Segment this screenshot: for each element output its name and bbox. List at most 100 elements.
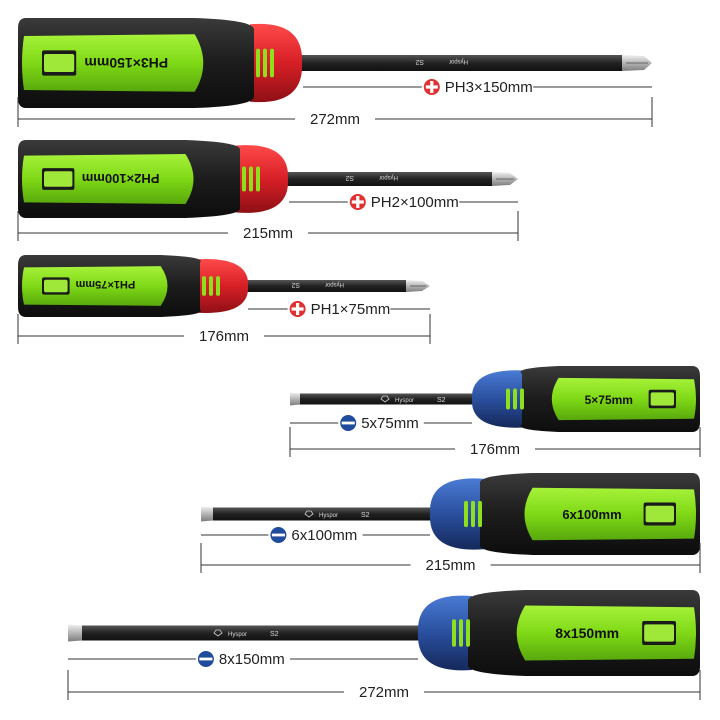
grip-rib (513, 388, 517, 410)
slotted-tip (201, 506, 213, 522)
grip-rib (520, 388, 524, 410)
dimension-label: 215mm (243, 225, 293, 242)
hang-hole-inner (650, 392, 674, 406)
handle-size-text: 8x150mm (555, 625, 619, 641)
red-collar (236, 145, 289, 213)
steel-mark: S2 (345, 174, 354, 181)
green-grip (22, 266, 168, 306)
tip-label: PH3×150mm (445, 79, 533, 96)
handle-size-text: 5×75mm (585, 393, 633, 407)
tip-label: PH2×100mm (371, 194, 459, 211)
dimension-label-bg (344, 682, 424, 702)
phillips-cross-icon (349, 194, 366, 210)
blue-collar (417, 595, 472, 671)
brand-mark: Hyspor (319, 513, 338, 519)
green-grip (524, 487, 696, 541)
tip-label: PH1×75mm (311, 301, 391, 318)
dimension-label-bg (295, 109, 375, 129)
tip-label-bg (195, 649, 291, 669)
dimension-label-bg (410, 555, 491, 575)
slotted-tip (290, 392, 300, 406)
grip-rib (464, 500, 468, 528)
diamond-icon (304, 510, 314, 518)
tip-label: 5x75mm (361, 415, 419, 432)
brand-mark: Hyspor (449, 58, 468, 64)
steel-mark: S2 (437, 397, 446, 404)
shaft (213, 507, 442, 521)
hang-hole-inner (44, 171, 73, 187)
green-grip (551, 377, 696, 421)
handle-size-text: 6x100mm (562, 507, 621, 522)
slotted-dash-icon (197, 651, 214, 667)
hang-hole-inner (44, 279, 68, 293)
shaft (282, 172, 492, 186)
phillips-cross-icon (289, 301, 306, 317)
slotted-screwdriver: Hyspor S2 6x100mm 6x100mm 215mm (200, 473, 701, 575)
dimension-label: 176mm (470, 441, 520, 458)
grip-rib (459, 619, 463, 647)
grip-rib (256, 166, 260, 192)
hang-hole-inner (44, 54, 75, 72)
steel-mark: S2 (291, 281, 300, 288)
hang-hole-inner (645, 505, 674, 523)
shaft (296, 55, 622, 71)
green-grip (516, 605, 696, 661)
grip-rib (202, 276, 206, 296)
tip-label: 6x100mm (291, 527, 357, 544)
grip-rib (256, 48, 260, 78)
tip-label-bg (338, 413, 424, 433)
diamond-icon (380, 395, 390, 403)
grip-rib (471, 500, 475, 528)
slotted-screwdriver: Hyspor S2 5×75mm 5x75mm 176mm (289, 366, 701, 459)
grip-rib (466, 619, 470, 647)
grip-rib (452, 619, 456, 647)
dimension-label: 272mm (359, 684, 409, 701)
grip-rib (506, 388, 510, 410)
hang-hole-inner (644, 624, 674, 642)
shaft (242, 280, 406, 292)
brand-mark: Hyspor (325, 281, 344, 287)
grip-rib (216, 276, 220, 296)
shaft (300, 393, 484, 405)
green-grip (22, 34, 204, 92)
tip-label-bg (287, 299, 391, 319)
brand-mark: Hyspor (228, 632, 247, 638)
grip-rib (478, 500, 482, 528)
diamond-icon (213, 629, 223, 637)
handle-size-text: PH3×150mm (84, 55, 168, 71)
grip-rib (249, 166, 253, 192)
tip-label-bg (347, 192, 460, 212)
phillips-cross-icon (423, 79, 440, 95)
handle-size-text: PH2×100mm (82, 171, 160, 186)
steel-mark: S2 (415, 58, 424, 65)
dimension-label: 215mm (425, 557, 475, 574)
blue-collar (429, 478, 484, 550)
grip-rib (242, 166, 246, 192)
steel-mark: S2 (270, 631, 279, 638)
dimension-label-bg (228, 223, 308, 243)
shaft (82, 625, 430, 641)
red-collar (250, 23, 303, 103)
dimension-label-bg (184, 326, 264, 346)
tip-label-bg (421, 77, 534, 97)
dimension-label: 176mm (199, 328, 249, 345)
slotted-screwdriver: Hyspor S2 8x150mm 8x150mm 272mm (67, 590, 701, 702)
tip-label: 8x150mm (219, 651, 285, 668)
green-grip (22, 154, 194, 204)
dimension-label: 272mm (310, 111, 360, 128)
brand-mark: Hyspor (395, 398, 414, 404)
grip-rib (263, 48, 267, 78)
brand-mark: Hyspor (379, 174, 398, 180)
slotted-dash-icon (340, 415, 357, 431)
grip-rib (270, 48, 274, 78)
steel-mark: S2 (361, 512, 370, 519)
handle-size-text: PH1×75mm (75, 278, 135, 290)
slotted-tip (68, 624, 82, 642)
red-collar (196, 259, 249, 313)
slotted-dash-icon (270, 527, 287, 543)
blue-collar (471, 370, 526, 428)
